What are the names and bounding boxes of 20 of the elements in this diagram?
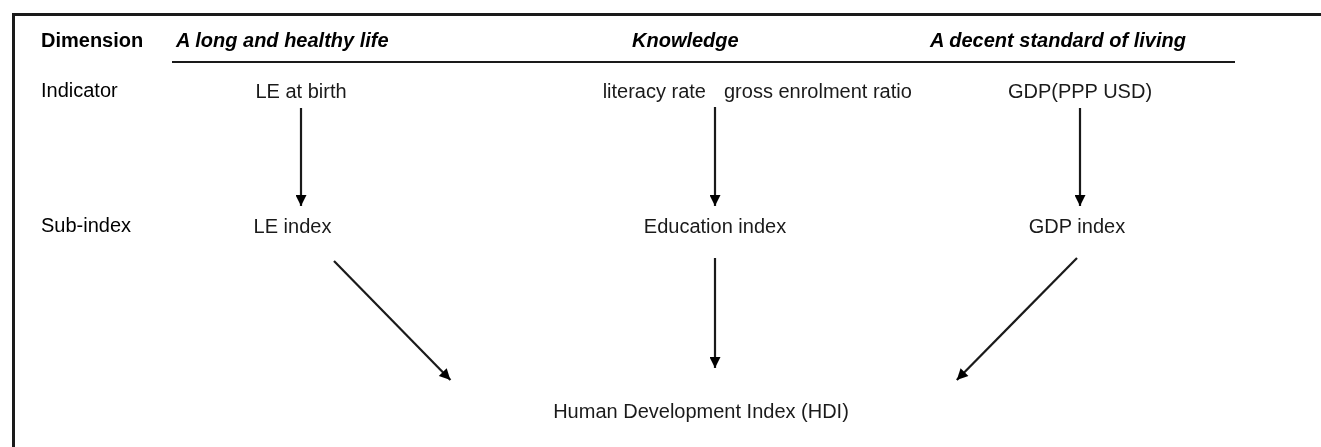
dimension-heading: A long and healthy life xyxy=(176,29,389,52)
arrow xyxy=(709,258,721,368)
dimension-heading: A decent standard of living xyxy=(930,29,1186,52)
arrow xyxy=(295,108,307,206)
indicator-label: GDP(PPP USD) xyxy=(1007,79,1153,103)
row-label: Indicator xyxy=(41,79,118,102)
arrow xyxy=(709,107,721,206)
index-label: GDP index xyxy=(1028,214,1126,238)
arrow xyxy=(1074,108,1086,206)
index-label: Education index xyxy=(643,214,787,238)
dimension-heading: Knowledge xyxy=(632,29,739,52)
indicator-label: gross enrolment ratio xyxy=(724,79,912,103)
indicator-label: LE at birth xyxy=(255,79,347,103)
indicator-label: literacy rate xyxy=(602,79,706,103)
arrow xyxy=(956,257,1078,381)
result-label: Human Development Index (HDI) xyxy=(553,400,849,423)
index-label: LE index xyxy=(253,214,332,238)
arrow xyxy=(333,260,452,381)
row-label: Sub-index xyxy=(41,214,132,237)
column-heading: Dimension xyxy=(41,29,144,52)
